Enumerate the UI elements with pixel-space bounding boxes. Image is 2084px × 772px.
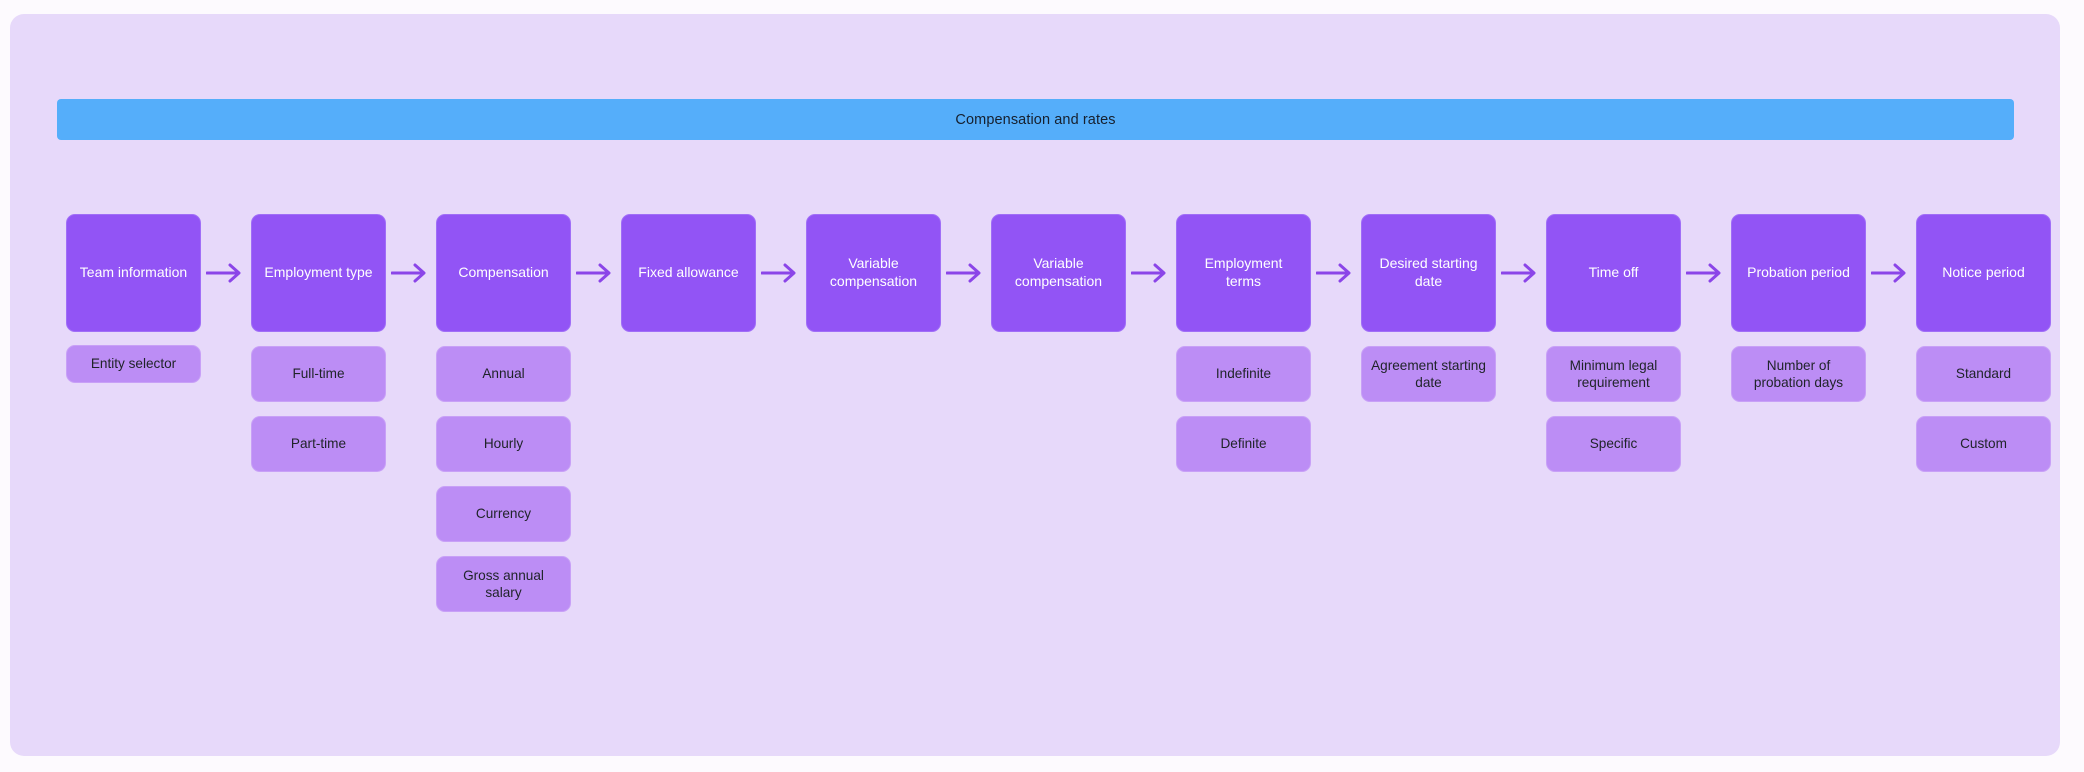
section-banner-label: Compensation and rates — [955, 111, 1116, 128]
arrow-right-icon — [941, 214, 991, 332]
flow-node-employment-terms[interactable]: Employment terms — [1176, 214, 1311, 332]
flow-option-notice-period-2[interactable]: Custom — [1916, 416, 2051, 472]
flow-node-variable-compensation-2[interactable]: Variable compensation — [991, 214, 1126, 332]
flow-node-probation-period[interactable]: Probation period — [1731, 214, 1866, 332]
arrow-right-icon — [756, 214, 806, 332]
flow-node-label: Time off — [1588, 264, 1639, 281]
flow-option-employment-terms-2[interactable]: Definite — [1176, 416, 1311, 472]
flow-node-variable-compensation-1[interactable]: Variable compensation — [806, 214, 941, 332]
flow-column-variable-compensation-2: Variable compensation — [991, 214, 1126, 332]
flow-option-label: Annual — [482, 366, 525, 382]
flow-node-time-off[interactable]: Time off — [1546, 214, 1681, 332]
arrow-right-icon — [1311, 214, 1361, 332]
flow-node-label: Fixed allowance — [638, 264, 739, 281]
flow-node-label: Desired starting date — [1379, 255, 1478, 289]
flow-node-employment-type[interactable]: Employment type — [251, 214, 386, 332]
flow-option-label: Specific — [1589, 436, 1638, 452]
flow-option-label: Definite — [1220, 436, 1267, 452]
flow-option-label: Currency — [475, 506, 532, 522]
flow-option-team-information-1[interactable]: Entity selector — [66, 345, 201, 383]
flow-option-label: Entity selector — [90, 356, 177, 372]
flow-node-compensation[interactable]: Compensation — [436, 214, 571, 332]
flow-node-notice-period[interactable]: Notice period — [1916, 214, 2051, 332]
section-banner-compensation-and-rates: Compensation and rates — [57, 99, 2014, 140]
flow-option-probation-period-1[interactable]: Number of probation days — [1731, 346, 1866, 402]
arrow-right-icon — [201, 214, 251, 332]
flow-option-label: Minimum legal requirement — [1569, 357, 1658, 390]
flow-option-compensation-2[interactable]: Hourly — [436, 416, 571, 472]
flow-node-team-information[interactable]: Team information — [66, 214, 201, 332]
flow-option-compensation-1[interactable]: Annual — [436, 346, 571, 402]
arrow-right-icon — [1866, 214, 1916, 332]
flow-option-label: Standard — [1955, 366, 2012, 382]
arrow-right-icon — [1681, 214, 1731, 332]
flow-option-desired-starting-date-1[interactable]: Agreement starting date — [1361, 346, 1496, 402]
flow-option-label: Part-time — [290, 436, 347, 452]
flow-option-label: Number of probation days — [1753, 357, 1844, 390]
flow-column-variable-compensation-1: Variable compensation — [806, 214, 941, 332]
flow-option-time-off-1[interactable]: Minimum legal requirement — [1546, 346, 1681, 402]
arrow-right-icon — [1126, 214, 1176, 332]
flow-option-label: Indefinite — [1215, 366, 1272, 382]
flow-option-employment-type-2[interactable]: Part-time — [251, 416, 386, 472]
flow-option-notice-period-1[interactable]: Standard — [1916, 346, 2051, 402]
flow-node-fixed-allowance[interactable]: Fixed allowance — [621, 214, 756, 332]
flow-option-employment-terms-1[interactable]: Indefinite — [1176, 346, 1311, 402]
arrow-right-icon — [386, 214, 436, 332]
arrow-right-icon — [1496, 214, 1546, 332]
flow-node-label: Employment type — [264, 264, 373, 281]
flow-option-label: Hourly — [483, 436, 524, 452]
flow-option-employment-type-1[interactable]: Full-time — [251, 346, 386, 402]
flow-option-compensation-4[interactable]: Gross annual salary — [436, 556, 571, 612]
arrow-right-icon — [571, 214, 621, 332]
flow-node-label: Variable compensation — [1014, 255, 1103, 289]
flow-column-fixed-allowance: Fixed allowance — [621, 214, 756, 332]
flow-option-label: Agreement starting date — [1371, 357, 1486, 390]
flow-option-label: Gross annual salary — [463, 567, 544, 600]
flow-option-label: Full-time — [292, 366, 345, 382]
flow-option-label: Custom — [1960, 436, 2007, 452]
flow-option-time-off-2[interactable]: Specific — [1546, 416, 1681, 472]
flow-node-label: Team information — [79, 264, 188, 281]
flow-option-compensation-3[interactable]: Currency — [436, 486, 571, 542]
flow-node-label: Variable compensation — [829, 255, 918, 289]
flow-node-desired-starting-date[interactable]: Desired starting date — [1361, 214, 1496, 332]
flow-node-label: Probation period — [1747, 264, 1850, 281]
flow-node-label: Notice period — [1942, 264, 2025, 281]
flow-node-label: Compensation — [458, 264, 549, 281]
flow-node-label: Employment terms — [1204, 255, 1283, 289]
